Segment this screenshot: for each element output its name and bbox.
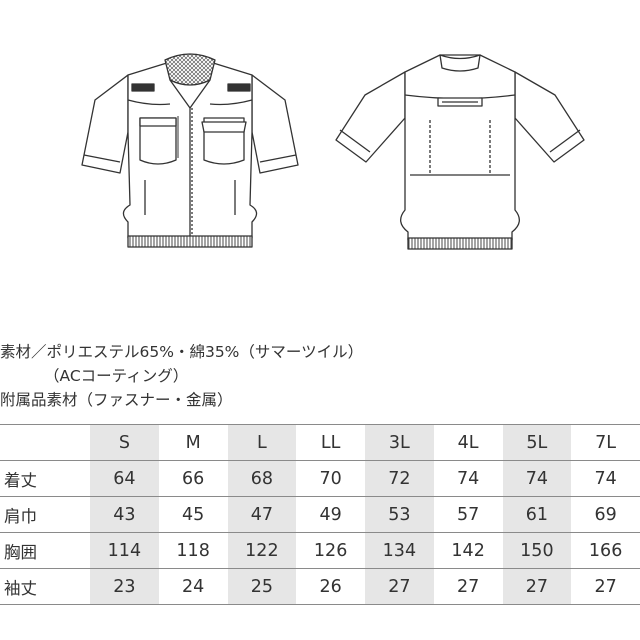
size-table: S M L LL 3L 4L 5L 7L 着丈 64 66 68 70 72 7…: [0, 424, 640, 605]
table-cell: 27: [502, 568, 572, 605]
table-cell: 47: [227, 496, 297, 533]
table-cell: 23: [90, 568, 159, 605]
table-cell: 26: [296, 568, 365, 605]
jacket-illustration: [81, 53, 585, 250]
size-header-4l: 4L: [433, 424, 503, 461]
table-cell: 66: [158, 460, 228, 497]
jacket-back-view: [335, 54, 585, 250]
table-cell: 25: [227, 568, 297, 605]
table-cell: 114: [90, 532, 159, 569]
table-cell: 61: [502, 496, 572, 533]
size-header-7l: 7L: [571, 424, 640, 461]
table-cell: 57: [433, 496, 503, 533]
table-row: 袖丈 23 24 25 26 27 27 27 27: [0, 568, 640, 605]
table-cell: 68: [227, 460, 297, 497]
table-row: 着丈 64 66 68 70 72 74 74 74: [0, 460, 640, 497]
table-cell: 43: [90, 496, 159, 533]
size-header-3l: 3L: [365, 424, 434, 461]
size-header-5l: 5L: [502, 424, 572, 461]
material-accessory: 附属品素材（ファスナー・金属）: [0, 391, 233, 409]
table-cell: 118: [158, 532, 228, 569]
row-label: 胸囲: [0, 532, 90, 569]
table-cell: 134: [365, 532, 434, 569]
table-cell: 27: [365, 568, 434, 605]
material-info: 素材／ポリエステル65%・綿35%（サマーツイル） （ACコーティング） 附属品…: [0, 340, 363, 412]
table-cell: 53: [365, 496, 434, 533]
table-cell: 74: [502, 460, 572, 497]
table-cell: 45: [158, 496, 228, 533]
size-header-m: M: [158, 424, 228, 461]
material-coating: （ACコーティング）: [44, 367, 189, 385]
table-cell: 122: [227, 532, 297, 569]
table-cell: 166: [571, 532, 640, 569]
table-cell: 70: [296, 460, 365, 497]
table-cell: 27: [433, 568, 503, 605]
row-label: 肩巾: [0, 496, 90, 533]
size-header-s: S: [90, 424, 159, 461]
size-header-ll: LL: [296, 424, 365, 461]
size-header-empty: [0, 424, 90, 461]
table-row: 胸囲 114 118 122 126 134 142 150 166: [0, 532, 640, 569]
row-label: 着丈: [0, 460, 90, 497]
table-cell: 72: [365, 460, 434, 497]
table-cell: 69: [571, 496, 640, 533]
table-cell: 142: [433, 532, 503, 569]
material-main: 素材／ポリエステル65%・綿35%（サマーツイル）: [0, 343, 364, 361]
size-header-l: L: [227, 424, 297, 461]
table-cell: 64: [90, 460, 159, 497]
table-cell: 126: [296, 532, 365, 569]
table-cell: 27: [571, 568, 640, 605]
size-header-row: S M L LL 3L 4L 5L 7L: [0, 424, 640, 461]
table-cell: 24: [158, 568, 228, 605]
table-cell: 74: [433, 460, 503, 497]
table-row: 肩巾 43 45 47 49 53 57 61 69: [0, 496, 640, 533]
row-label: 袖丈: [0, 568, 90, 605]
table-cell: 150: [502, 532, 572, 569]
table-cell: 49: [296, 496, 365, 533]
table-cell: 74: [571, 460, 640, 497]
jacket-front-view: [81, 53, 299, 248]
